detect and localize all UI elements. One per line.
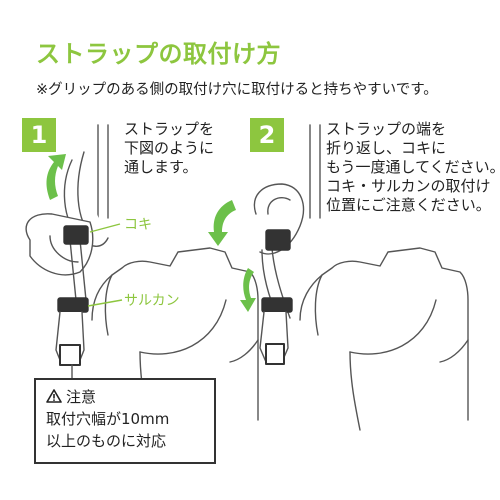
- step-2-line: ストラップの端を: [326, 120, 447, 138]
- koki-leader-line: [89, 223, 121, 233]
- step-2-line: コキ・サルカンの取付け: [326, 177, 491, 195]
- caution-box: 注意 取付穴幅が10mm 以上のものに対応: [34, 378, 216, 464]
- step-2-line: もう一度通してください。: [326, 158, 500, 176]
- step-2-line: 位置にご注意ください。: [326, 196, 491, 214]
- koki-label: コキ: [124, 217, 152, 233]
- caution-heading: 注意: [66, 388, 97, 406]
- sarukan-leader-line: [87, 299, 123, 307]
- step-2-line: 折り返し、コキに: [326, 139, 447, 157]
- camera-body-outline-2: [299, 247, 469, 421]
- page-title: ストラップの取付け方: [36, 40, 281, 68]
- koki-buckle-1: [63, 225, 89, 245]
- step-1-line: ストラップを: [124, 120, 215, 138]
- step-1-line: 通します。: [124, 158, 198, 176]
- koki-buckle-2: [265, 229, 291, 251]
- warning-triangle-icon: [46, 389, 62, 403]
- caution-line: 取付穴幅が10mm: [46, 410, 170, 428]
- sarukan-buckle-2: [261, 297, 293, 313]
- sarukan-label: サルカン: [124, 293, 180, 309]
- curved-arrow-icon: [240, 268, 256, 312]
- page-subtitle: ※グリップのある側の取付け穴に取付けると持ちやすいです。: [36, 82, 438, 98]
- caution-line: 以上のものに対応: [46, 432, 167, 450]
- curved-arrow-icon: [46, 154, 66, 200]
- caution-heading-row: 注意: [46, 386, 204, 408]
- camera-body-outline-1: [91, 247, 259, 421]
- step-number-2: 2: [250, 118, 284, 152]
- step-1-line: 下図のように: [124, 139, 215, 157]
- curved-arrow-icon: [208, 200, 236, 246]
- step-number-1: 1: [22, 118, 56, 152]
- sarukan-buckle-1: [57, 297, 89, 313]
- step-2-instructions: ストラップの端を 折り返し、コキに もう一度通してください。 コキ・サルカンの取…: [326, 120, 500, 215]
- step-1-instructions: ストラップを 下図のように 通します。: [124, 120, 214, 177]
